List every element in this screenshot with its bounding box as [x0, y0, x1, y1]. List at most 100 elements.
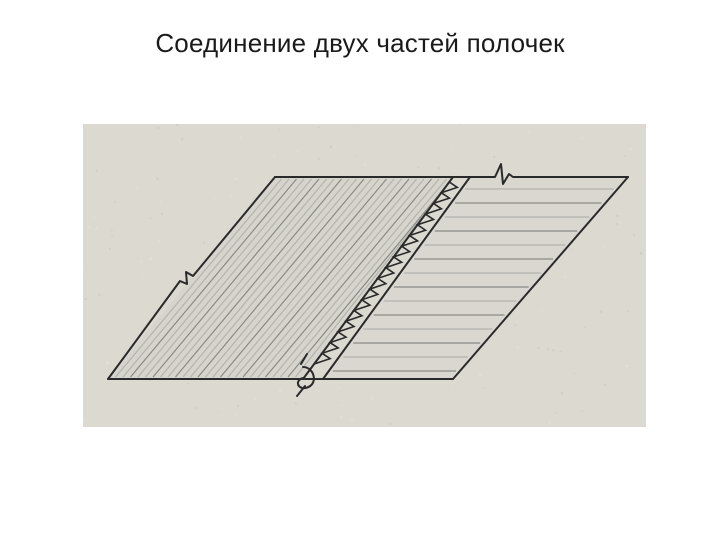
hatch-line [137, 178, 305, 378]
texture-speck [110, 229, 113, 232]
texture-speck [479, 127, 481, 129]
texture-speck [247, 160, 249, 163]
texture-speck [563, 275, 567, 279]
texture-speck [139, 260, 143, 263]
texture-speck [550, 305, 552, 307]
outlines [107, 163, 629, 380]
texture-speck [142, 273, 145, 276]
texture-speck [90, 197, 92, 199]
seam-illustration [83, 124, 646, 427]
hatch-line [205, 178, 372, 378]
texture-speck [560, 392, 564, 395]
texture-speck [84, 419, 87, 422]
texture-speck [156, 177, 159, 181]
texture-speck [95, 227, 98, 230]
texture-speck [95, 169, 98, 172]
texture-speck [195, 406, 198, 410]
texture-speck [239, 136, 242, 140]
texture-speck [583, 326, 586, 329]
texture-speck [350, 321, 353, 324]
texture-speck [459, 124, 461, 126]
left-fabric-piece [108, 177, 453, 379]
texture-speck [335, 384, 338, 387]
texture-speck [329, 145, 333, 149]
texture-speck [363, 163, 367, 166]
texture-speck [599, 310, 603, 313]
texture-speck [454, 386, 456, 389]
texture-speck [639, 251, 643, 255]
texture-speck [149, 180, 151, 183]
texture-speck [248, 185, 250, 187]
texture-speck [632, 421, 634, 423]
texture-speck [617, 352, 619, 354]
texture-speck [324, 143, 326, 145]
texture-speck [555, 412, 557, 414]
texture-speck [452, 388, 454, 390]
texture-speck [125, 156, 127, 158]
texture-speck [631, 177, 633, 179]
hatch-line [160, 178, 327, 378]
texture-speck [570, 248, 573, 251]
texture-speck [632, 234, 636, 237]
texture-speck [296, 150, 298, 153]
texture-speck [187, 215, 189, 217]
hatch-line [235, 178, 402, 378]
texture-speck [573, 372, 576, 375]
texture-speck [388, 422, 391, 426]
texture-speck [340, 404, 343, 407]
texture-speck [583, 264, 585, 266]
texture-speck [136, 187, 139, 190]
texture-speck [527, 130, 530, 133]
texture-speck [232, 413, 234, 415]
texture-speck [294, 402, 297, 405]
texture-speck [634, 263, 636, 265]
texture-speck [414, 247, 416, 250]
texture-speck [114, 200, 116, 203]
texture-speck [495, 405, 497, 407]
hatch-line [130, 178, 297, 378]
texture-speck [444, 408, 446, 410]
texture-speck [578, 307, 580, 309]
texture-speck [602, 244, 605, 248]
texture-speck [560, 132, 562, 134]
texture-speck [627, 394, 629, 396]
texture-speck [268, 131, 270, 133]
texture-speck [317, 157, 320, 160]
texture-speck [547, 348, 550, 351]
texture-speck [354, 154, 357, 157]
texture-speck [615, 222, 619, 225]
texture-speck [230, 194, 233, 197]
hatch-line [175, 178, 342, 378]
texture-speck [460, 170, 463, 173]
texture-speck [273, 154, 276, 157]
hatch-line [220, 178, 387, 378]
hatch-line [190, 178, 357, 378]
texture-speck [160, 212, 164, 216]
texture-speck [616, 214, 619, 218]
texture-speck [165, 174, 168, 176]
texture-speck [463, 405, 465, 407]
texture-speck [235, 414, 237, 416]
texture-speck [379, 409, 381, 411]
texture-speck [559, 350, 562, 353]
texture-speck [122, 190, 124, 192]
texture-speck [350, 419, 354, 423]
right-top-edge [452, 163, 629, 185]
texture-speck [338, 387, 341, 390]
texture-speck [149, 217, 152, 219]
texture-speck [278, 128, 280, 131]
hatch-line [227, 178, 395, 378]
texture-speck [92, 216, 95, 219]
texture-speck [437, 167, 441, 170]
hatch-line [115, 178, 282, 378]
hatch-line [122, 178, 290, 378]
hatch-line [280, 178, 447, 378]
texture-speck [125, 390, 127, 392]
texture-speck [360, 139, 362, 141]
texture-speck [98, 293, 101, 296]
texture-speck [159, 201, 162, 204]
texture-speck [216, 390, 219, 393]
texture-speck [342, 170, 345, 173]
texture-speck [253, 397, 257, 401]
hatch-line [287, 178, 453, 378]
